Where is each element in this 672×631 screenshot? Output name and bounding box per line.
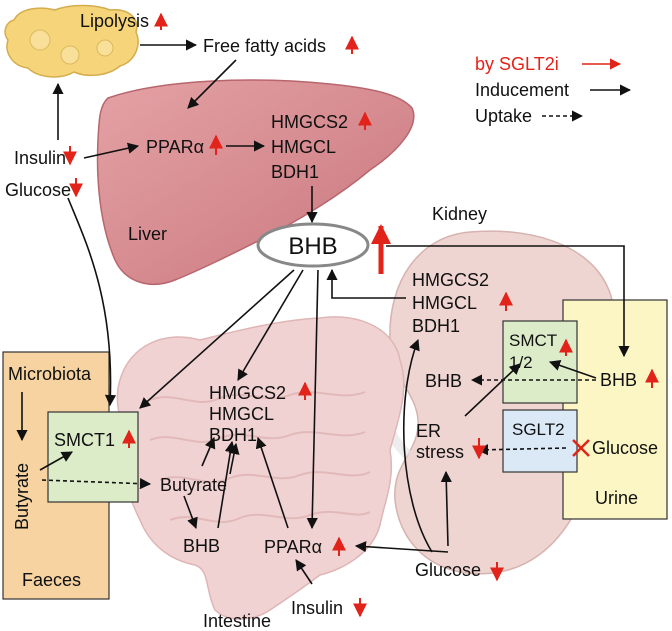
kidney-label: Kidney [432,204,487,224]
smct12-label-line2: 1/2 [509,353,533,372]
lipolysis-label: Lipolysis [80,11,149,31]
bdh1-kidney-label: BDH1 [412,316,460,336]
legend-uptake-label: Uptake [475,106,532,126]
bhb-kidney-label: BHB [425,371,462,391]
insulin-left-label: Insulin [14,148,66,168]
faeces-label: Faeces [22,570,81,590]
ppara-intestine-label: PPARα [264,537,322,557]
free-fatty-acids-label: Free fatty acids [203,36,326,56]
intestine-label: Intestine [203,611,271,631]
glucose-bottom-label: Glucose [415,560,481,580]
hmgcl-kidney-label: HMGCL [412,293,477,313]
intestine-organ [116,316,405,620]
sglt2-label: SGLT2 [512,420,565,439]
glucose-urine-label: Glucose [592,438,658,458]
smct12-box [502,320,578,404]
hmgcs2-intestine-label: HMGCS2 [209,383,286,403]
bdh1-intestine-label: BDH1 [209,425,257,445]
liver-organ [96,79,415,285]
butyrate-intestine-label: Butyrate [160,475,227,495]
microbiota-label: Microbiota [8,364,92,384]
urine-label: Urine [595,488,638,508]
hmgcl-intestine-label: HMGCL [209,404,274,424]
bhb-center-label: BHB [288,233,337,260]
stress-label: stress [416,442,464,462]
bhb-intestine-label: BHB [183,536,220,556]
glucose-left-label: Glucose [5,180,71,200]
legend-sglt2i-label: by SGLT2i [475,54,559,74]
hmgcl-liver-label: HMGCL [271,137,336,157]
insulin-bottom-label: Insulin [291,598,343,618]
er-label: ER [416,421,441,441]
liver-label: Liver [128,224,167,244]
smct12-label-line1: SMCT [509,331,557,350]
smct1-label: SMCT1 [54,430,115,450]
red-indicator-arrows [63,12,659,618]
bhb-urine-label: BHB [600,370,637,390]
uptake-arrows [41,374,596,490]
bdh1-liver-label: BDH1 [271,162,319,182]
arrows [16,39,630,585]
sglt2-box [502,409,578,473]
hmgcs2-kidney-label: HMGCS2 [412,270,489,290]
hmgcs2-liver-label: HMGCS2 [271,112,348,132]
bhb-ellipse [256,222,370,268]
ppara-liver-label: PPARα [146,137,204,157]
blocked-x-icon [572,439,590,457]
adipose-tissue [4,4,139,78]
urine-box [562,299,668,520]
butyrate-faeces-label: Butyrate [12,463,32,530]
legend-inducement-label: Inducement [475,80,569,100]
